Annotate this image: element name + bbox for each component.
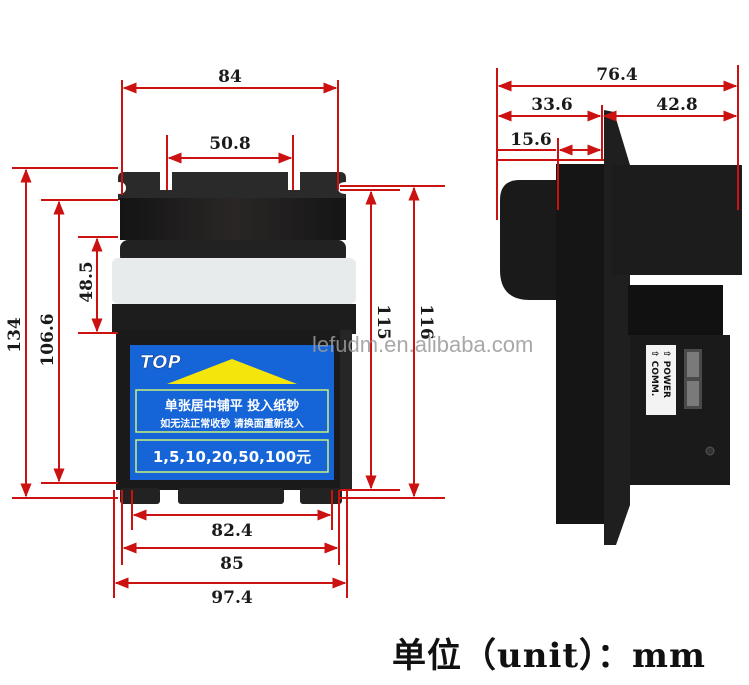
unit-label: 单位（unit）：mm: [392, 636, 707, 676]
insert-arrow-icon: [167, 359, 297, 384]
dim-right-height-inner: 115: [373, 304, 393, 340]
dim-slot-spacing: 50.8: [209, 134, 250, 154]
dim-front-depth: 33.6: [531, 95, 572, 115]
dim-bottom-outer: 97.4: [211, 588, 253, 608]
connector-label-line1: ⇧ COMM.: [649, 350, 659, 396]
dim-total-height: 134: [5, 317, 25, 353]
dim-total-depth: 76.4: [596, 65, 638, 85]
dim-bottom-inner: 82.4: [211, 521, 253, 541]
dim-top-width: 84: [218, 67, 242, 87]
dim-body-height: 106.6: [38, 313, 58, 366]
dim-bezel-depth: 15.6: [510, 130, 551, 150]
dim-right-height-outer: 116: [416, 304, 436, 340]
side-view-device: [500, 110, 742, 545]
dim-rear-depth: 42.8: [656, 95, 697, 115]
front-view-device: [112, 172, 356, 504]
panel-denominations: 1,5,10,20,50,100元: [153, 448, 311, 466]
panel-line-1: 单张居中铺平 投入纸钞: [165, 398, 300, 414]
front-dimension-lines: [12, 80, 445, 598]
connector-label-line2: ⇧ POWER: [661, 350, 671, 398]
panel-line-2: 如无法正常收钞 请换面重新投入: [160, 417, 303, 430]
top-logo: TOP: [140, 352, 181, 373]
connector-label: [646, 345, 676, 415]
watermark: lefudm.en.alibaba.com: [312, 332, 533, 357]
dim-entry-height: 48.5: [77, 261, 97, 302]
dim-bottom-mid: 85: [220, 554, 244, 574]
side-dimension-lines: [496, 65, 739, 220]
